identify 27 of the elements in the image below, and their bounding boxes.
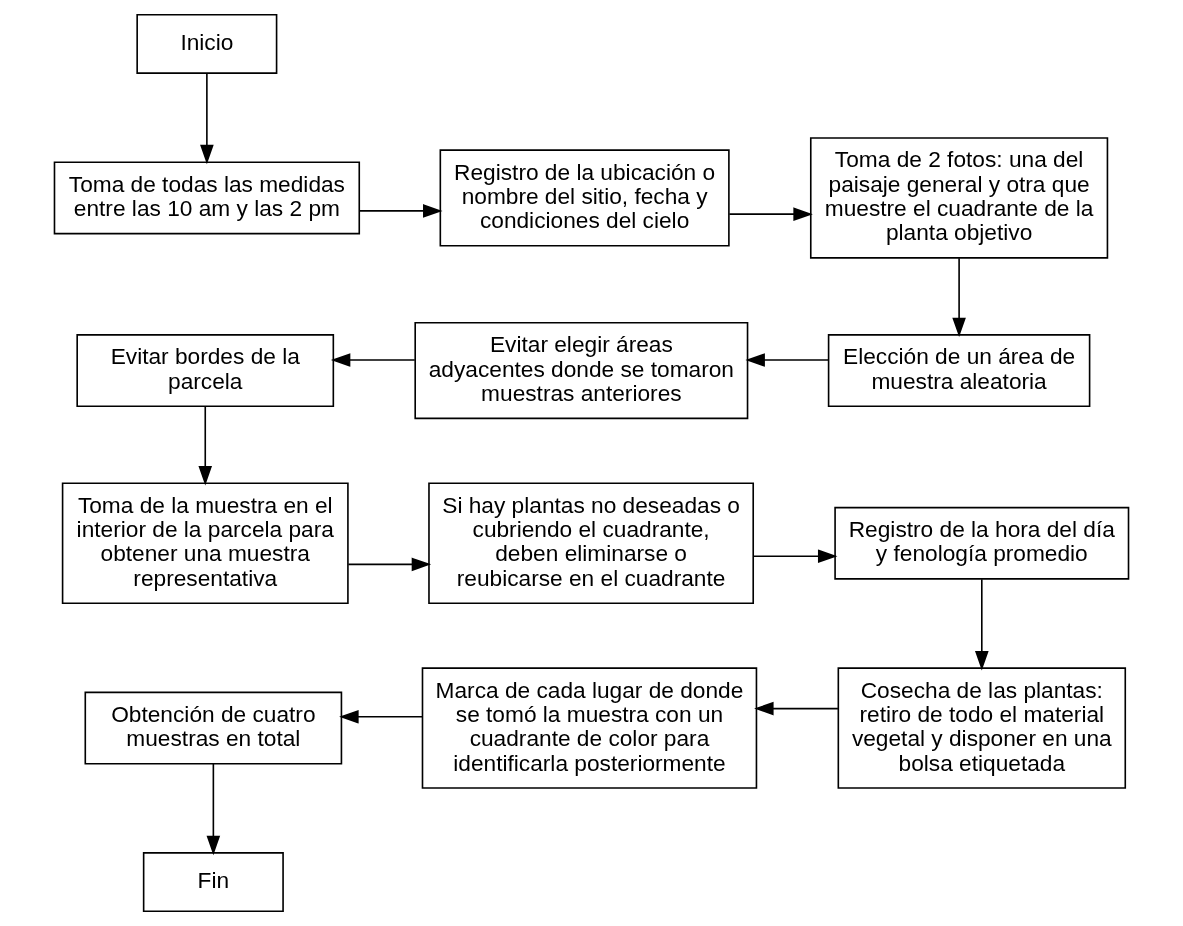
node-box: Cosecha de las plantas: retiro de todo el material vegetal y disponer en una bolsa etiquetada	[837, 667, 1127, 789]
arrow	[358, 204, 443, 218]
node-box: Obtención de cuatro muestras en total	[84, 691, 343, 765]
arrow	[339, 709, 424, 724]
arrow	[728, 207, 813, 221]
arrow	[200, 72, 214, 165]
arrow	[952, 257, 966, 338]
node-box: Si hay plantas no deseadas o cubriendo el cuadrante, deben eliminarse o reubicarse en el cuadrante	[428, 482, 754, 605]
arrow	[206, 762, 221, 856]
arrow	[198, 405, 213, 486]
node-box: Evitar bordes de la parcela	[76, 334, 335, 408]
node-box: Elección de un área de muestra aleatoria	[827, 334, 1091, 408]
node-box: Fin	[142, 852, 284, 913]
node-box: Toma de la muestra en el interior de la parcela para obtener una muestra representativa	[61, 482, 349, 605]
node-box: Registro de la ubicación o nombre del sitio, fecha y condiciones del cielo	[439, 149, 730, 247]
node-box: Inicio	[136, 13, 278, 74]
arrow	[752, 549, 838, 564]
node-box: Evitar elegir áreas adyacentes donde se tomaron muestras anteriores	[414, 321, 749, 420]
arrow	[745, 353, 830, 367]
arrow	[754, 701, 839, 716]
arrow	[974, 578, 989, 671]
node-box: Registro de la hora del día y fenología promedio	[834, 506, 1130, 580]
node-box: Toma de 2 fotos: una del paisaje general y otra que muestre el cuadrante de la planta objetivo	[809, 137, 1109, 259]
node-box: Marca de cada lugar de donde se tomó la muestra con un cuadrante de color para identificarla posteriormente	[421, 667, 758, 789]
arrow	[347, 557, 432, 572]
arrow	[330, 353, 416, 367]
node-box: Toma de todas las medidas entre las 10 am y las 2 pm	[53, 161, 361, 235]
